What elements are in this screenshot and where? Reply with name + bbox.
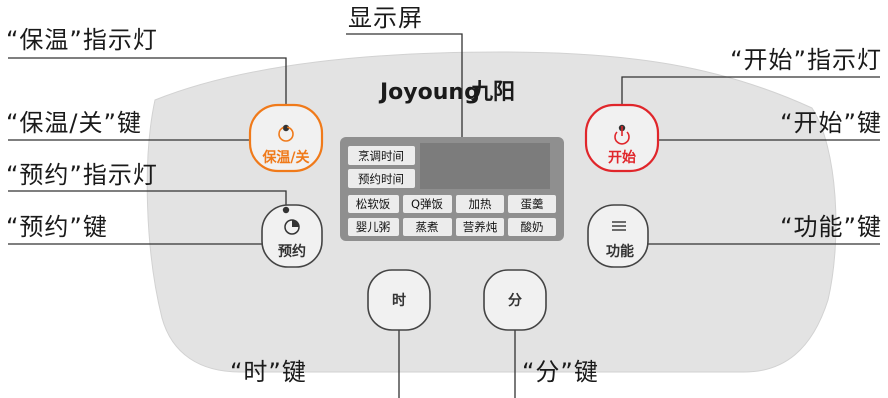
keep-warm-off-button-label: 保温/关 [261, 149, 309, 166]
callout-minute-key: “分”键 [522, 358, 599, 386]
callout-keep-warm-indicator: “保温”指示灯 [6, 26, 158, 54]
function-button[interactable]: 功能 [587, 204, 649, 268]
callout-preset-indicator: “预约”指示灯 [6, 161, 158, 189]
callout-start-key: “开始”键 [780, 109, 882, 137]
clock-icon [284, 219, 300, 235]
keep-warm-icon [278, 126, 294, 142]
lcd-menu-item: 蒸煮 [416, 220, 439, 234]
brand-logo-latin: Joyoung [378, 80, 480, 105]
lcd-menu-item: 加热 [469, 197, 492, 211]
lcd-menu-item: 酸奶 [521, 220, 544, 234]
preset-button[interactable]: 预约 [261, 204, 323, 268]
function-button-label: 功能 [606, 243, 634, 260]
lcd-menu-item: 婴儿粥 [356, 220, 391, 234]
lcd-menu-item: 营养炖 [463, 220, 498, 234]
lcd-screen [420, 143, 550, 189]
lcd-label-cooking-time: 烹调时间 [358, 149, 404, 163]
callout-function-key: “功能”键 [780, 213, 882, 241]
keep-warm-off-button[interactable]: 保温/关 [248, 103, 324, 173]
menu-icon [612, 221, 626, 231]
callout-hour-key: “时”键 [230, 358, 307, 386]
lcd-label-preset-time: 预约时间 [358, 172, 404, 186]
preset-indicator-light [282, 206, 290, 214]
brand-logo-chinese: 九阳 [470, 80, 515, 105]
power-icon [614, 126, 630, 145]
hour-button-label: 时 [392, 292, 406, 309]
minute-button-label: 分 [508, 293, 522, 309]
callout-display: 显示屏 [348, 4, 423, 32]
preset-button-label: 预约 [278, 243, 306, 260]
lcd-menu-item: 松软饭 [356, 197, 391, 211]
lcd-menu-item: Q弹饭 [411, 197, 444, 211]
callout-keep-warm-key: “保温/关”键 [6, 109, 142, 137]
callout-start-indicator: “开始”指示灯 [730, 46, 882, 74]
start-button[interactable]: 开始 [584, 103, 660, 173]
minute-button[interactable]: 分 [483, 269, 547, 331]
lcd-menu-item: 蛋羹 [521, 197, 544, 211]
lcd-display: 烹调时间 预约时间 松软饭 Q弹饭 加热 蛋羹 婴儿粥 蒸煮 营养炖 酸奶 [340, 137, 564, 241]
hour-button[interactable]: 时 [367, 269, 431, 331]
callout-preset-key: “预约”键 [6, 213, 108, 241]
start-button-label: 开始 [608, 149, 636, 166]
